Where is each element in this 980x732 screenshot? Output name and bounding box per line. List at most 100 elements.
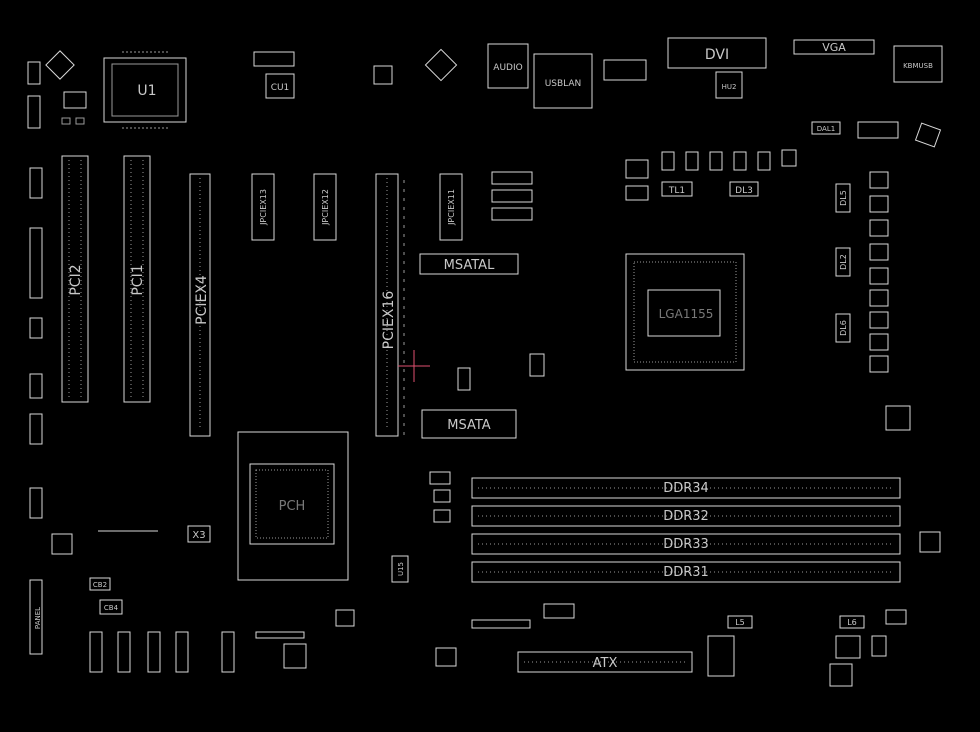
part-cap-3 [709,151,723,171]
part-top-mid-b [491,189,533,203]
audio-jack [487,43,529,89]
l6-inductor [839,615,865,629]
part-cpu-top-b [625,185,649,201]
atx12v-block [857,121,899,139]
msata-connector [421,409,517,439]
res-b [75,117,85,125]
jusb4-header [175,631,189,673]
part-r8 [869,333,889,351]
cu1-header [253,51,295,67]
part-cap-5 [757,151,771,171]
l5-label: L5 [735,618,745,627]
msata-label: MSATA [447,418,491,433]
pci1-label: PCI1 [130,264,146,295]
pch-label: PCH [279,499,306,514]
part-cap-4 [733,151,747,171]
cpu-socket [625,253,745,371]
power-block-c [829,663,853,687]
jusb2-header [117,631,131,673]
cpu-socket-center [647,289,721,337]
part-r9 [869,355,889,373]
part-r6 [869,289,889,307]
dvi-connector-label: DVI [705,47,729,63]
audio-jack-label: AUDIO [493,63,522,73]
pciex13-label: JPCIEX13 [259,189,268,226]
small-header-a [29,317,43,339]
panel-header [29,579,43,655]
part-top-mid-c [491,207,533,221]
dal1-block [811,121,841,135]
bottom-header-a [471,619,531,629]
dal1-label: DAL1 [817,125,835,133]
dl2-label: DL2 [839,254,848,270]
part-mid-c [429,471,451,485]
part-top-mid-a [491,171,533,185]
header-left-top [27,61,41,85]
ddr33-label: DDR33 [663,537,709,552]
part-r1 [869,171,889,189]
chip-mid-top [373,65,393,85]
part-cap-1 [661,151,675,171]
u1-label: U1 [137,83,156,99]
dl5-block [835,183,851,213]
part-mid-b [529,353,545,377]
cu1-chip [265,73,295,99]
part-r5 [869,267,889,285]
u1-die [111,63,179,117]
ddr32-slot [471,505,901,527]
l5-inductor [727,615,753,629]
com-header [29,167,43,199]
tl1-label: TL1 [668,186,685,196]
dl5-label: DL5 [839,190,848,206]
tpm-header [29,227,43,299]
pch-chip [249,463,335,545]
part-right-low [919,531,941,553]
chip-u6 [335,609,355,627]
chip-left-low [51,533,73,555]
u1-chip [103,57,187,123]
u15-chip [391,555,409,583]
small-header-b [29,373,43,399]
cb4-label: CB4 [104,604,119,612]
x3-label: X3 [192,530,205,541]
pciex11-label: JPCIEX11 [447,189,456,226]
part-mid-e [433,509,451,523]
dl6-block [835,313,851,343]
pciex12-block [313,173,337,241]
ddr34-label: DDR34 [663,481,709,496]
pciex13-block [251,173,275,241]
pci2-label: PCI2 [68,264,84,295]
chip-rj [603,59,647,81]
pch-balls [255,469,329,539]
pciex16-slot [375,173,399,437]
jusb3-header [147,631,161,673]
pci2-slot [61,155,89,403]
chip-bottom-mid [283,643,307,669]
res-a [61,117,71,125]
part-bottom-right-a [885,609,907,625]
header-left-2 [27,95,41,129]
chip-rotated-mid [424,48,458,82]
jusb1-header [89,631,103,673]
spdif-header [29,487,43,519]
pci1-slot [123,155,151,403]
audio-header [29,413,43,445]
power-block-a [707,635,735,677]
msatal-connector [419,253,519,275]
pch-outline [237,431,349,581]
chip-rotated-left [45,50,75,80]
kbmusb-connector [893,45,943,83]
chip-rotated-right [914,122,942,148]
hu2-label: HU2 [722,83,737,91]
x3-crystal [187,525,211,543]
vga-connector-label: VGA [822,41,846,54]
dl3-label: DL3 [735,186,753,196]
dl3-block [729,181,759,197]
usblan-jack-label: USBLAN [545,79,582,89]
u15-label: U15 [397,562,405,576]
vga-connector [793,39,875,55]
part-r2 [869,195,889,213]
part-mid-a [457,367,471,391]
cpu-socket-label: LGA1155 [659,307,714,321]
